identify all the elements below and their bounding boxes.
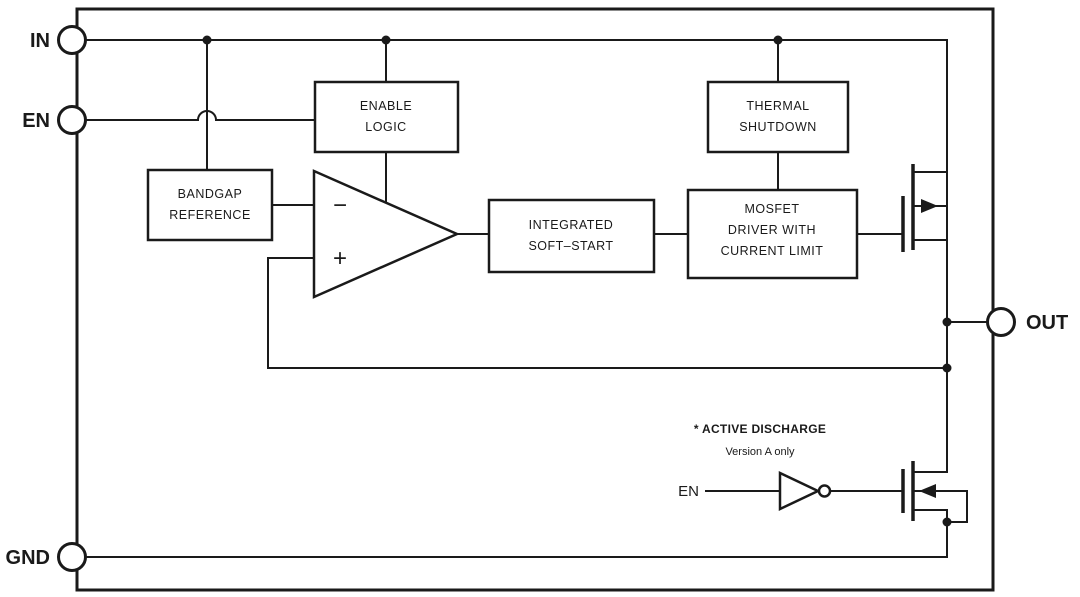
feedback-wire xyxy=(267,257,948,369)
bandgap-label-line1: BANDGAP xyxy=(178,187,243,201)
in-pin-terminal xyxy=(57,25,87,55)
block-mosfet-driver: MOSFET DRIVER WITH CURRENT LIMIT xyxy=(686,188,859,280)
opamp-error-amplifier: − + xyxy=(312,169,461,299)
active-discharge-note: * ACTIVE DISCHARGE Version A only EN xyxy=(678,422,826,500)
enable-logic-label-line2: LOGIC xyxy=(365,120,406,134)
mosfet-driver-label-line2: DRIVER WITH xyxy=(728,223,816,237)
discharge-en-input-label: EN xyxy=(678,483,699,500)
bandgap-reference-box xyxy=(146,168,274,242)
discharge-mosfet-body-arrow-icon xyxy=(919,484,936,498)
block-enable-logic: ENABLE LOGIC xyxy=(313,80,460,154)
soft-start-label-line1: INTEGRATED xyxy=(529,218,614,232)
inverter-triangle xyxy=(778,471,821,511)
thermal-shutdown-label-line1: THERMAL xyxy=(746,99,809,113)
wires xyxy=(83,39,989,558)
block-integrated-soft-start: INTEGRATED SOFT–START xyxy=(487,198,656,274)
pass-mosfet-body-arrow-icon xyxy=(921,199,938,213)
pin-label-in: IN xyxy=(30,30,50,52)
opamp-triangle xyxy=(312,169,461,299)
block-thermal-shutdown: THERMAL SHUTDOWN xyxy=(706,80,850,154)
discharge-mosfet-body-tie-wire xyxy=(912,490,968,523)
junction-dot xyxy=(202,35,212,45)
pin-label-en: EN xyxy=(22,110,50,132)
soft-start-label-line2: SOFT–START xyxy=(528,239,613,253)
pin-label-gnd: GND xyxy=(6,547,50,569)
block-bandgap-reference: BANDGAP REFERENCE xyxy=(146,168,274,242)
bandgap-label-line2: REFERENCE xyxy=(169,208,251,222)
opamp-plus-input-label: + xyxy=(333,245,347,272)
out-pin-terminal xyxy=(986,307,1016,337)
discharge-mosfet-symbol xyxy=(901,461,968,523)
inverter-bubble xyxy=(817,484,832,498)
thermal-shutdown-label-line2: SHUTDOWN xyxy=(739,120,817,134)
mosfet-driver-label-line3: CURRENT LIMIT xyxy=(721,244,824,258)
junction-dot xyxy=(942,517,952,527)
junction-dot xyxy=(381,35,391,45)
enable-logic-label-line1: ENABLE xyxy=(360,99,412,113)
mosfet-driver-label-line1: MOSFET xyxy=(744,202,799,216)
pin-in: IN xyxy=(30,25,87,55)
pin-gnd: GND xyxy=(6,542,87,572)
enable-logic-box xyxy=(313,80,460,154)
pass-mosfet-symbol xyxy=(901,164,948,252)
active-discharge-subtitle: Version A only xyxy=(725,446,795,458)
junction-dots xyxy=(202,35,952,527)
pin-out: OUT xyxy=(986,307,1068,337)
inverter-gate xyxy=(778,471,832,511)
junction-dot xyxy=(773,35,783,45)
chip-boundary xyxy=(75,7,995,592)
en-pin-terminal xyxy=(57,105,87,135)
in-rail-wire xyxy=(83,39,948,473)
gnd-pin-terminal xyxy=(57,542,87,572)
active-discharge-title: * ACTIVE DISCHARGE xyxy=(694,422,826,436)
opamp-minus-input-label: − xyxy=(333,192,347,219)
soft-start-box xyxy=(487,198,656,274)
junction-dot xyxy=(942,317,952,327)
mosfet-driver-box xyxy=(686,188,859,280)
junction-dot xyxy=(942,363,952,373)
en-wire-with-hop xyxy=(83,110,315,121)
pin-en: EN xyxy=(22,105,87,135)
thermal-shutdown-box xyxy=(706,80,850,154)
pin-label-out: OUT xyxy=(1026,312,1068,334)
